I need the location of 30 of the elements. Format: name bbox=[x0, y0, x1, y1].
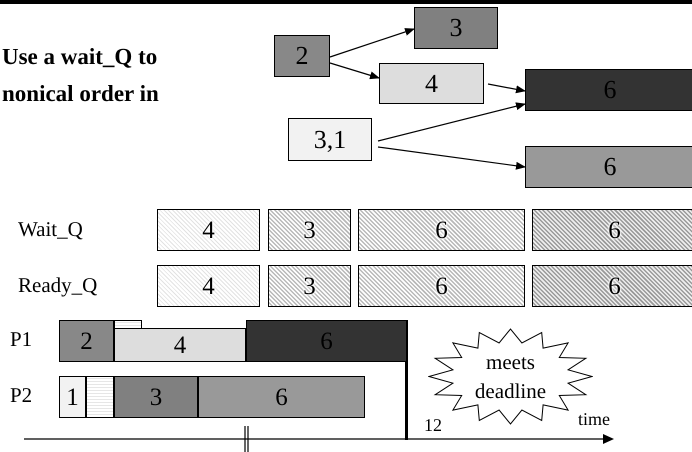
slide-title: Use a wait_Q to nonical order in bbox=[2, 43, 160, 108]
arrow bbox=[488, 83, 526, 94]
arrow bbox=[330, 62, 380, 80]
schedule-bar: 6 bbox=[198, 376, 365, 418]
axis-label: time bbox=[578, 410, 610, 428]
queue-slot: 4 bbox=[157, 265, 260, 307]
schedule-bar: 1 bbox=[59, 376, 86, 418]
processor-label: P2 bbox=[10, 385, 32, 406]
queue-slot: 4 bbox=[157, 209, 260, 251]
tick-label: 12 bbox=[424, 416, 442, 434]
queue-slot: 3 bbox=[268, 209, 351, 251]
arrow bbox=[330, 28, 415, 58]
schedule-bar: 4 bbox=[114, 328, 246, 362]
task-box: 4 bbox=[379, 63, 484, 104]
callout-text: meets deadline bbox=[474, 349, 548, 404]
schedule-bar: 2 bbox=[59, 320, 114, 362]
empty-schedule-bar bbox=[86, 376, 114, 418]
queue-label: Ready_Q bbox=[18, 275, 98, 296]
task-box: 3 bbox=[414, 7, 498, 49]
queue-slot: 6 bbox=[358, 209, 525, 251]
task-box: 3,1 bbox=[288, 118, 372, 161]
task-box: 2 bbox=[274, 35, 330, 77]
queue-slot: 3 bbox=[268, 265, 351, 307]
queue-slot: 6 bbox=[358, 265, 525, 307]
processor-label: P1 bbox=[10, 329, 32, 350]
arrow bbox=[378, 102, 526, 142]
task-box: 6 bbox=[525, 146, 692, 188]
schedule-bar: 3 bbox=[114, 376, 198, 418]
queue-label: Wait_Q bbox=[18, 219, 83, 240]
arrow bbox=[378, 146, 526, 170]
